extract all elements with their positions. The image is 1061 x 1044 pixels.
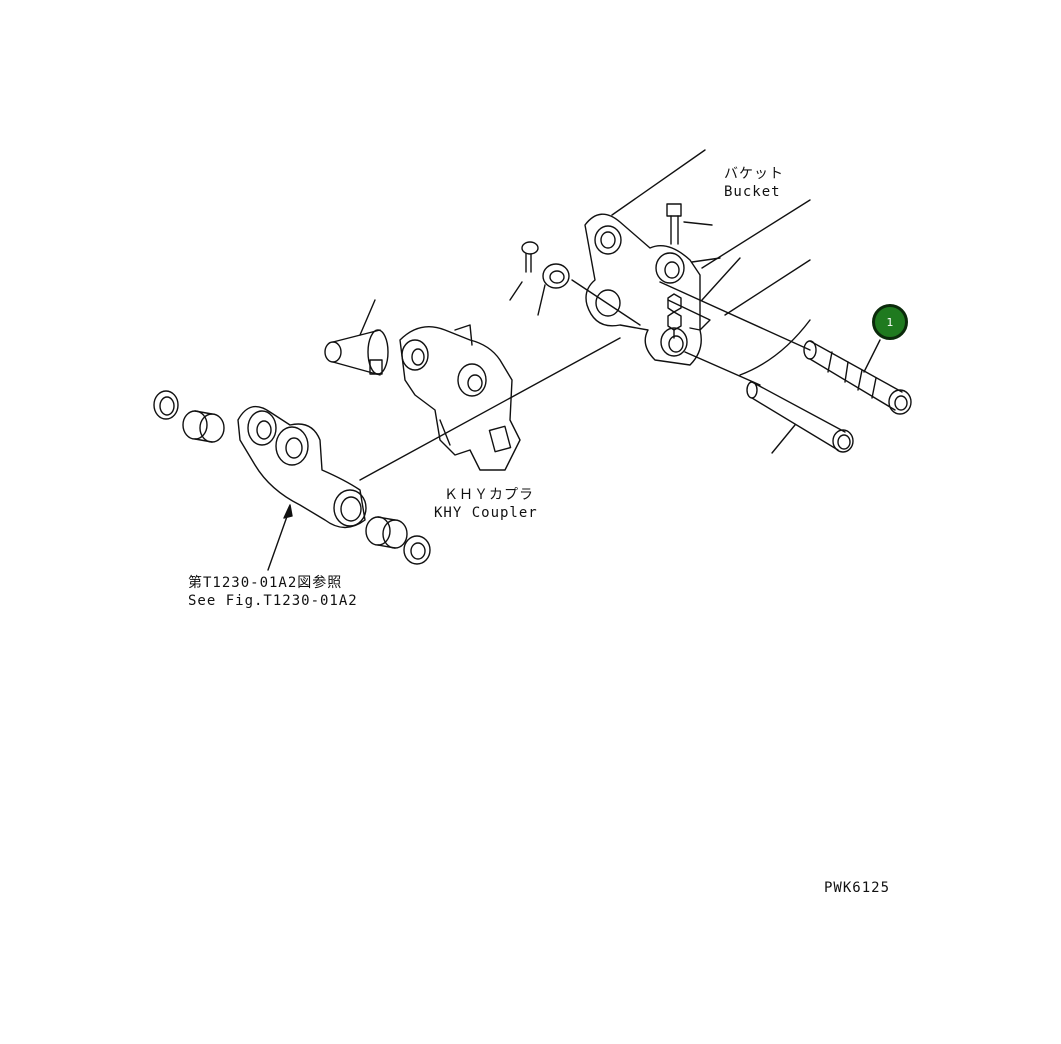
- bushing-left: [182, 410, 225, 443]
- lock-pin: [509, 241, 539, 301]
- reference-label-en: See Fig.T1230-01A2: [188, 593, 358, 609]
- bucket-label-en: Bucket: [724, 184, 781, 200]
- reference-label-jp: 第T1230-01A2図参照: [188, 575, 343, 591]
- coupler-label-jp: ＫＨＹカプラ: [444, 487, 534, 503]
- coupler-pin: [324, 299, 389, 376]
- callout-1-number: 1: [886, 315, 894, 329]
- callout-leader: [863, 339, 881, 373]
- main-pin: [803, 340, 912, 415]
- bolt-nut-set: [666, 203, 713, 339]
- assembly-lines: [359, 149, 811, 481]
- retainer-ring: [537, 263, 570, 316]
- bucket-label-jp: バケット: [724, 166, 784, 182]
- link-arm: [237, 405, 367, 529]
- seal-left: [153, 390, 179, 420]
- reference-arrow: [267, 504, 293, 571]
- bushing-right: [365, 516, 408, 549]
- khy-coupler: [399, 324, 521, 471]
- seal-right: [403, 535, 431, 565]
- callout-1[interactable]: 1: [872, 304, 908, 340]
- drawing-id: PWK6125: [824, 880, 891, 896]
- long-pin: [746, 381, 854, 454]
- bucket-bracket: [584, 213, 811, 376]
- coupler-label-en: KHY Coupler: [434, 505, 538, 521]
